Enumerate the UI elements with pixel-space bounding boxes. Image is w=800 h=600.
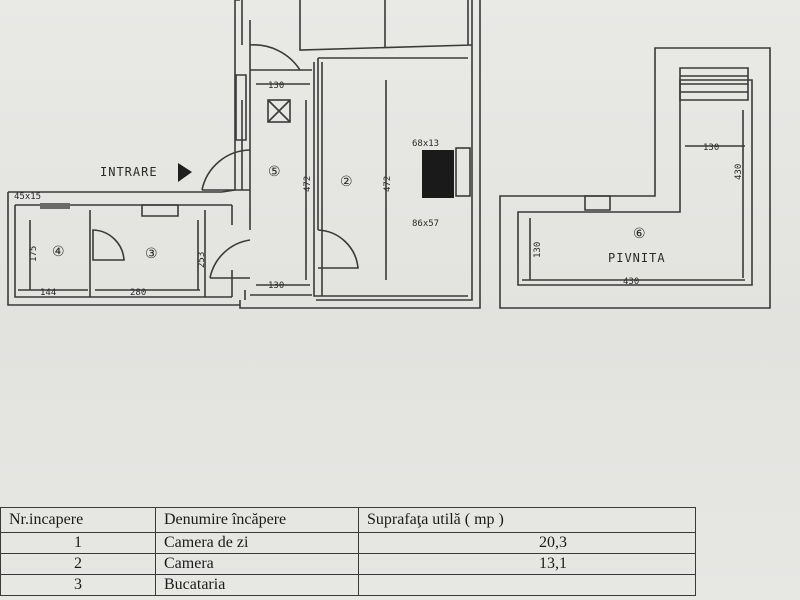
cell-area: 13,1	[358, 553, 696, 575]
room5-number: ⑤	[268, 164, 281, 180]
dim-label-130-bottom: 130	[268, 281, 284, 291]
dim-label-68x13: 68x13	[412, 139, 439, 149]
header-room-number: Nr.incapere	[0, 507, 156, 533]
room2-inner	[313, 62, 468, 297]
dim-label-280: 280	[130, 288, 146, 298]
room4-number: ④	[52, 244, 65, 260]
window-left	[235, 74, 247, 141]
cell-room-number: 3	[0, 574, 156, 596]
door-arc-entrance	[201, 149, 251, 191]
door-arc-lower	[209, 239, 251, 279]
basement-step	[584, 195, 611, 211]
door-arc-top	[249, 20, 301, 71]
main-inner-wall	[241, 0, 473, 301]
shaft-box	[267, 99, 291, 123]
cell-room-number: 2	[0, 553, 156, 575]
appliance-outline	[455, 147, 471, 197]
b-dim-label-130-left: 130	[533, 242, 543, 258]
room6-number: ⑥	[633, 226, 646, 242]
room5-walls	[244, 69, 312, 300]
basement-outer	[499, 47, 771, 309]
cell-room-name: Camera	[155, 553, 359, 575]
b-dim-label-430-right: 430	[734, 164, 744, 180]
top-partition	[299, 0, 473, 51]
b-dim-label-430-bottom: 430	[623, 277, 639, 287]
lower-wing-partitions	[89, 205, 233, 297]
room-area-table: Nr.incapere Denumire încăpere Suprafaţa …	[0, 507, 696, 596]
table-header-row: Nr.incapere Denumire încăpere Suprafaţa …	[0, 507, 696, 533]
basement-inner	[517, 79, 753, 286]
cell-room-name: Camera de zi	[155, 532, 359, 554]
cell-area	[358, 574, 696, 596]
entrance-arrow-icon	[178, 163, 192, 182]
cell-room-name: Bucataria	[155, 574, 359, 596]
dim-label-130-top: 130	[268, 81, 284, 91]
dim-label-45x15: 45x15	[14, 192, 41, 202]
dim-label-86x57: 86x57	[412, 219, 439, 229]
dim-label-253: 253	[197, 252, 207, 268]
room3-number: ③	[145, 246, 158, 262]
dim-label-175: 175	[29, 246, 39, 262]
dim-label-472-b: 472	[383, 176, 393, 192]
window-lower	[141, 204, 179, 217]
entrance-label: INTRARE	[100, 165, 158, 179]
header-room-name: Denumire încăpere	[155, 507, 359, 533]
lower-wing-outer	[7, 191, 240, 306]
appliance-block	[422, 150, 454, 198]
dim-label-144: 144	[40, 288, 56, 298]
table-row: 1 Camera de zi 20,3	[0, 532, 696, 554]
basement-label: PIVNITA	[608, 251, 666, 265]
stairs	[679, 67, 749, 101]
door-arc-room3	[92, 229, 125, 261]
b-dim-label-130-top: 130	[703, 143, 719, 153]
table-row: 3 Bucataria	[0, 574, 696, 596]
header-usable-area: Suprafaţa utilă ( mp )	[358, 507, 696, 533]
door-arc-room2	[317, 229, 359, 269]
dim-label-472-a: 472	[303, 176, 313, 192]
table-row: 2 Camera 13,1	[0, 553, 696, 575]
room2-walls	[317, 57, 468, 296]
lower-wing-inner	[14, 204, 232, 298]
wall-marker	[40, 203, 70, 209]
cell-area: 20,3	[358, 532, 696, 554]
room2-number: ②	[340, 174, 353, 190]
cell-room-number: 1	[0, 532, 156, 554]
